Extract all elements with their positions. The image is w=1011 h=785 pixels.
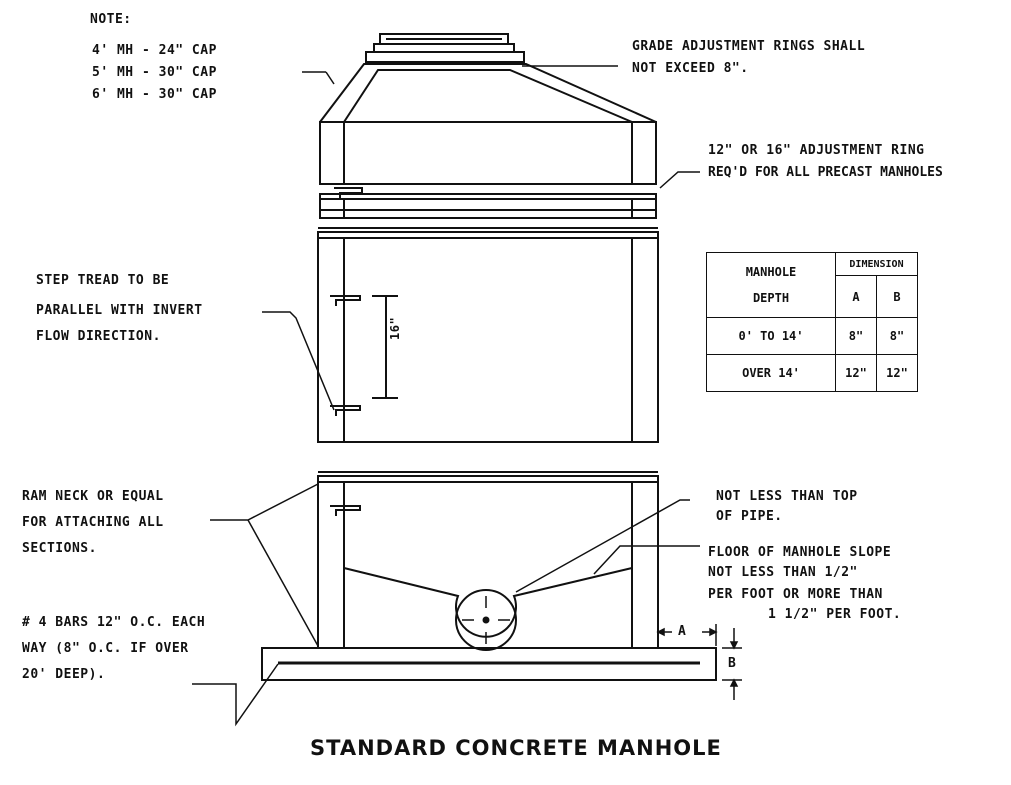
header-manhole-depth: MANHOLE DEPTH bbox=[706, 252, 836, 318]
step-tread-line-2: PARALLEL WITH INVERT bbox=[36, 303, 203, 318]
floor-slope-line-4: 1 1/2" PER FOOT. bbox=[768, 607, 902, 622]
row-1-b: 8" bbox=[876, 317, 918, 355]
dimension-a-label: A bbox=[678, 624, 687, 639]
adjustment-ring-section bbox=[319, 187, 657, 219]
grade-rings-line-2: NOT EXCEED 8". bbox=[632, 61, 749, 76]
row-2-a: 12" bbox=[835, 354, 877, 392]
adjust-ring-line-1: 12" OR 16" ADJUSTMENT RING bbox=[708, 143, 925, 158]
row-1-depth: 0' TO 14' bbox=[706, 317, 836, 355]
manhole-frame-cover bbox=[365, 33, 525, 63]
pipe-section bbox=[455, 589, 517, 651]
row-2-b: 12" bbox=[876, 354, 918, 392]
bars-line-3: 20' DEEP). bbox=[22, 667, 106, 682]
dimension-marks bbox=[656, 624, 742, 700]
barrel-section bbox=[317, 227, 659, 443]
step-rung-lower bbox=[330, 405, 361, 416]
step-rung-base bbox=[330, 505, 361, 516]
header-col-a: A bbox=[835, 275, 877, 318]
top-of-pipe-line-2: OF PIPE. bbox=[716, 509, 783, 524]
drawing-title: STANDARD CONCRETE MANHOLE bbox=[310, 736, 722, 760]
base-slab bbox=[261, 647, 717, 681]
note-line-1: 4' MH - 24" CAP bbox=[92, 43, 217, 58]
note-line-2: 5' MH - 30" CAP bbox=[92, 65, 217, 80]
note-heading: NOTE: bbox=[90, 12, 132, 27]
bars-line-1: # 4 BARS 12" O.C. EACH bbox=[22, 615, 206, 630]
header-manhole: MANHOLE bbox=[745, 265, 797, 279]
floor-slope-line-3: PER FOOT OR MORE THAN bbox=[708, 587, 883, 602]
top-of-pipe-line-1: NOT LESS THAN TOP bbox=[716, 489, 858, 504]
header-depth: DEPTH bbox=[752, 291, 790, 305]
floor-slope-line-2: NOT LESS THAN 1/2" bbox=[708, 565, 858, 580]
ram-neck-line-1: RAM NECK OR EQUAL bbox=[22, 489, 164, 504]
ram-neck-line-3: SECTIONS. bbox=[22, 541, 97, 556]
dimension-b-label: B bbox=[728, 656, 737, 671]
note-line-3: 6' MH - 30" CAP bbox=[92, 87, 217, 102]
row-1-a: 8" bbox=[835, 317, 877, 355]
step-spacing-label: 16" bbox=[388, 316, 402, 340]
row-2-depth: OVER 14' bbox=[706, 354, 836, 392]
floor-slope-line-1: FLOOR OF MANHOLE SLOPE bbox=[708, 545, 892, 560]
header-col-b: B bbox=[876, 275, 918, 318]
grade-rings-line-1: GRADE ADJUSTMENT RINGS SHALL bbox=[632, 39, 866, 54]
adjust-ring-line-2: REQ'D FOR ALL PRECAST MANHOLES bbox=[708, 165, 943, 180]
step-tread-line-1: STEP TREAD TO BE bbox=[36, 273, 170, 288]
base-section bbox=[261, 471, 717, 681]
ram-neck-line-2: FOR ATTACHING ALL bbox=[22, 515, 164, 530]
manhole-bench bbox=[343, 567, 633, 638]
step-tread-line-3: FLOW DIRECTION. bbox=[36, 329, 161, 344]
step-rung-upper bbox=[330, 295, 361, 306]
cone-cap bbox=[319, 63, 657, 185]
header-dimension: DIMENSION bbox=[835, 251, 918, 277]
leader-lines bbox=[192, 65, 700, 727]
dimension-table: MANHOLE DEPTH DIMENSION A B 0' TO 14' 8"… bbox=[706, 251, 918, 392]
bars-line-2: WAY (8" O.C. IF OVER bbox=[22, 641, 189, 656]
